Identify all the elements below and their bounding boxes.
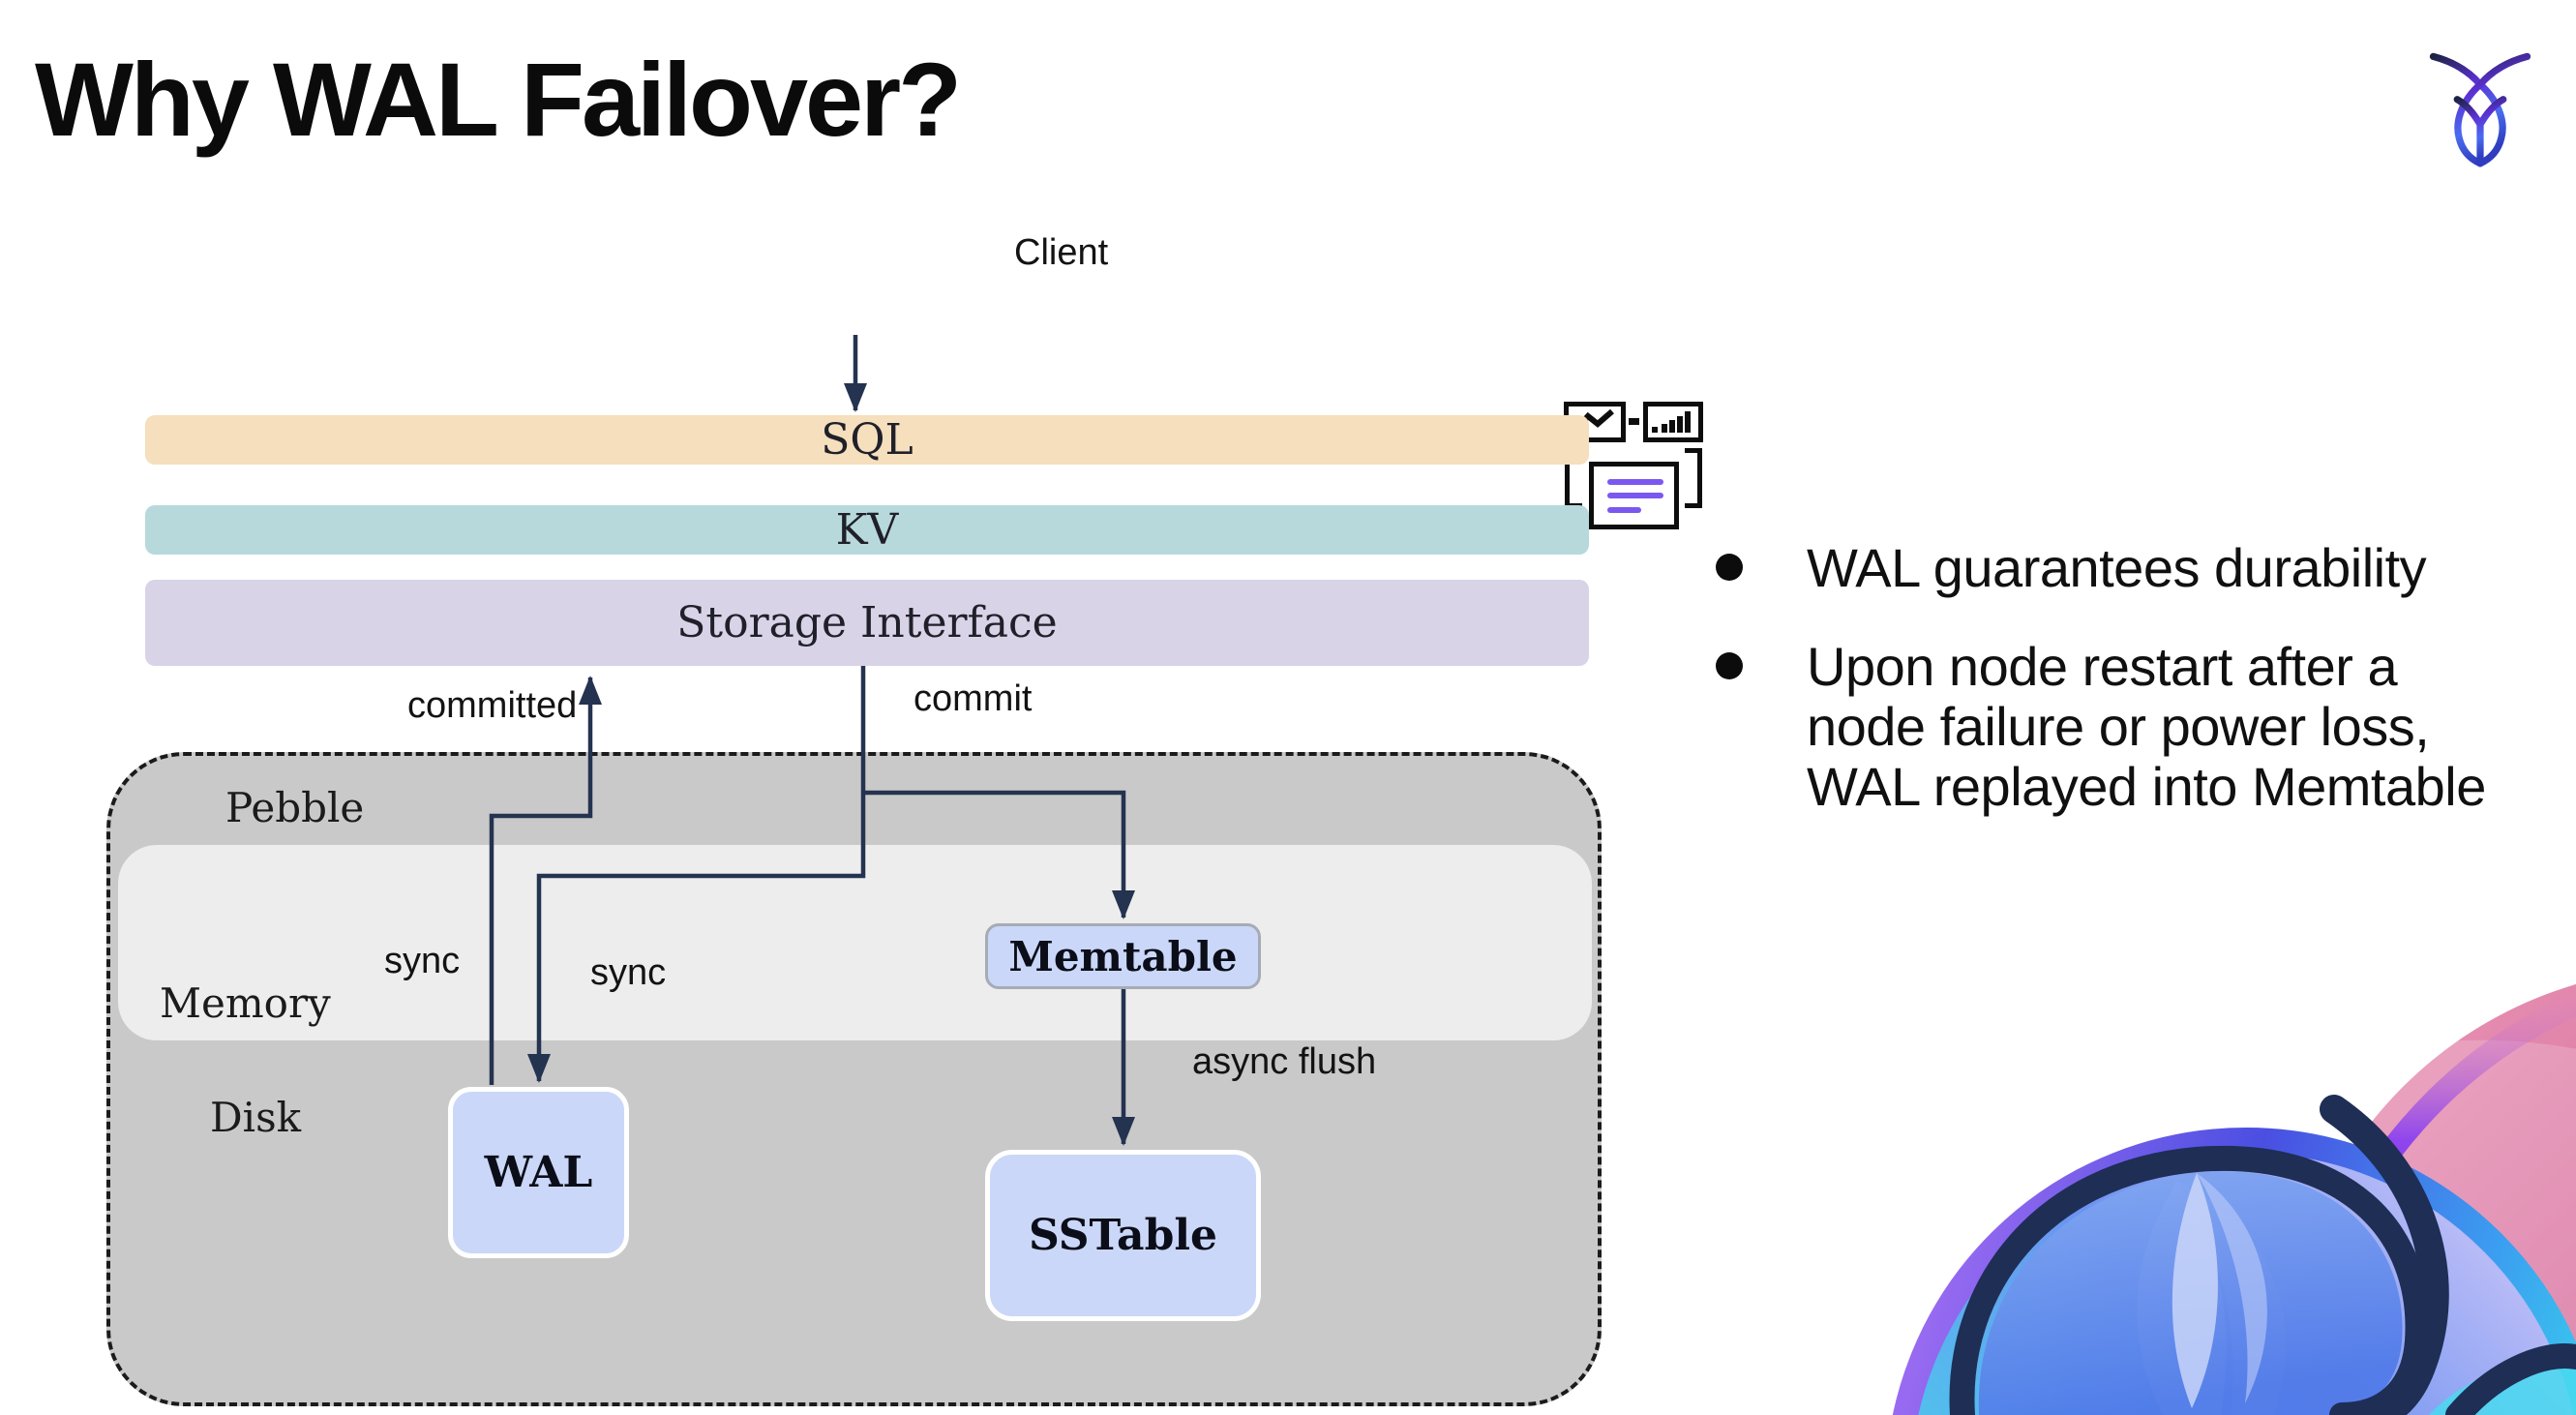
bullet-dot [1716, 554, 1743, 581]
bullet-text: WAL guarantees durability [1807, 537, 2427, 598]
edge-label-async-flush: async flush [1192, 1041, 1377, 1082]
bullet-line: node failure or power loss, [1807, 696, 2430, 757]
client-document-icon [1589, 462, 1679, 529]
wal-box: WAL [448, 1087, 629, 1258]
layer-bar-storage-label: Storage Interface [676, 598, 1058, 647]
layer-bar-kv: KV [145, 505, 1589, 555]
layer-bar-storage-interface: Storage Interface [145, 580, 1589, 666]
layer-bar-kv-label: KV [835, 505, 899, 555]
cockroachdb-logo-icon [2429, 52, 2531, 167]
wal-label: WAL [484, 1148, 593, 1197]
bottom-arc [2445, 1343, 2576, 1415]
pebble-label: Pebble [225, 784, 365, 831]
sstable-label: SSTable [1028, 1211, 1218, 1260]
page-title: Why WAL Failover? [35, 41, 962, 158]
memtable-box: Memtable [985, 923, 1261, 989]
memory-label: Memory [160, 979, 331, 1027]
bullet-line: Upon node restart after a [1807, 636, 2398, 697]
bullet-item: Upon node restart after a node failure o… [1716, 637, 2567, 817]
client-chart-bars-icon [1643, 402, 1703, 442]
edge-label-committed: committed [407, 685, 578, 726]
layer-bar-sql: SQL [145, 415, 1589, 465]
bullet-line: WAL guarantees durability [1807, 537, 2427, 598]
client-bracket-right-icon [1685, 448, 1702, 508]
bullet-dot [1716, 652, 1743, 679]
client-dash-icon [1629, 418, 1639, 425]
leaf-petal [2197, 1173, 2267, 1403]
disk-label: Disk [210, 1094, 302, 1141]
edge-label-sync-right: sync [590, 952, 667, 993]
bullet-list: WAL guarantees durability Upon node rest… [1716, 538, 2567, 856]
body-stroke [2320, 1095, 2449, 1415]
memory-region [118, 845, 1592, 1040]
client-icon [779, 198, 1703, 529]
leaf-petal [2172, 1173, 2218, 1408]
layer-bar-sql-label: SQL [821, 415, 914, 465]
bullet-text: Upon node restart after a node failure o… [1807, 637, 2486, 817]
edge-label-commit: commit [914, 678, 1033, 719]
edge-label-sync-left: sync [384, 941, 461, 981]
client-label: Client [1014, 232, 1109, 273]
memtable-label: Memtable [1008, 932, 1238, 980]
bullet-line: WAL replayed into Memtable [1807, 756, 2486, 817]
bullet-item: WAL guarantees durability [1716, 538, 2567, 598]
sstable-box: SSTable [985, 1150, 1261, 1321]
brand-illustration [1892, 984, 2576, 1415]
